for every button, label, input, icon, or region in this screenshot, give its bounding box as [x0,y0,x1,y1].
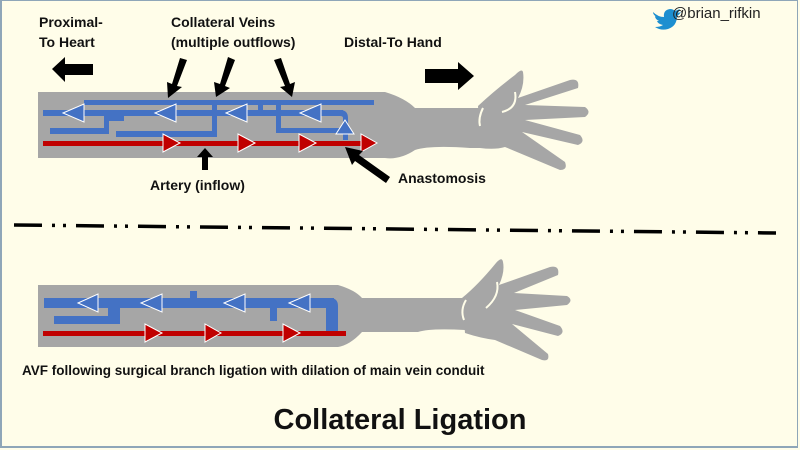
ligated-branch-stub [270,308,277,321]
artery-arrow-right [360,133,379,153]
top-vein-arrows [61,103,355,135]
vein-arrow-left [139,293,163,313]
distal-label: Distal-To Hand [344,34,442,50]
vein-arrow-left [153,103,177,123]
lower-vein-segment [54,316,120,324]
vein-arrow-left [287,293,311,313]
divider-line [13,223,777,235]
anastomosis-label: Anastomosis [398,170,486,186]
collateral-arrow-icon [167,58,187,98]
artery-arrow-right [204,323,223,343]
bottom-caption: AVF following surgical branch ligation w… [22,363,485,378]
proximal-arrow-icon [52,57,93,82]
collateral-arrow-icon [274,58,295,97]
vein-upper-collateral [84,100,374,105]
vein-arrow-left [76,293,99,313]
artery-label: Artery (inflow) [150,177,245,193]
vein-arrow-up [335,119,355,135]
top-artery-line [43,141,373,146]
ligated-branch-stub [190,291,197,299]
artery-arrow-right [237,133,257,153]
bottom-hand-crease [461,299,467,321]
bottom-thumb-crease [485,281,499,309]
collateral-label-line2: (multiple outflows) [171,34,296,50]
vein-main-top [43,110,343,116]
collateral-label-line1: Collateral Veins [171,14,276,30]
bottom-artery-arrows [144,323,302,343]
vein-arrow-left [222,293,246,313]
bottom-artery-line [43,331,346,336]
bottom-hand [462,259,571,361]
vein-arrow-left [298,103,322,123]
artery-arrow-right [282,323,302,343]
bottom-veins [44,291,338,333]
collateral-arrow-icon [214,57,235,97]
collateral-label: Collateral Veins (multiple outflows) [171,12,295,52]
main-vein-dilated [44,298,334,308]
vein-lower-mid [116,131,216,137]
vein-arrow-left [224,103,248,123]
top-hand-crease [478,107,484,127]
vein-arrow-left [61,103,85,123]
artery-arrow-right [144,323,164,343]
distal-arrow-icon [425,62,474,90]
top-artery-arrows [162,133,379,153]
twitter-handle: @brian_rifkin [672,5,761,22]
artery-arrow-icon [197,148,213,170]
bottom-vein-arrows [76,293,311,313]
artery-arrow-right [162,133,182,153]
artery-arrow-right [298,133,318,153]
proximal-label: Proximal- To Heart [39,12,103,52]
top-thumb-crease [501,91,517,113]
proximal-label-line2: To Heart [39,34,95,50]
anastomosis-arrow-icon [345,147,390,183]
vein-lower-left [50,128,105,134]
twitter-bird-icon [653,9,681,30]
proximal-label-line1: Proximal- [39,14,103,30]
top-hand [478,70,589,170]
annotation-arrows [52,57,474,183]
slide-title: Collateral Ligation [273,404,527,436]
